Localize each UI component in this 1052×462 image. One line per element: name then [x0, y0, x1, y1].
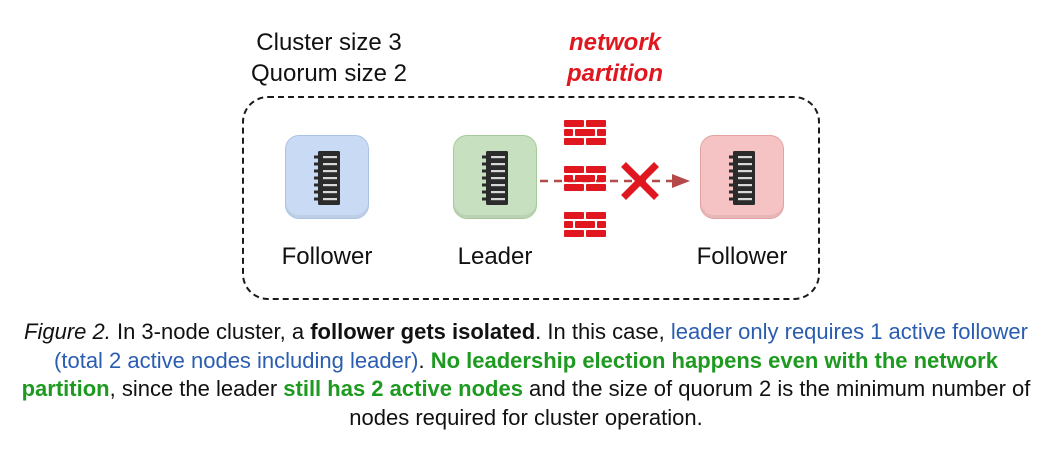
- node-label: Follower: [281, 243, 373, 270]
- caption-green-no-election: No leadership election happens even with…: [21, 347, 998, 402]
- caption-figure-label: Figure 2.: [24, 319, 111, 344]
- node-tile: [453, 135, 537, 219]
- caption-text: In 3-node cluster, a: [110, 319, 311, 344]
- caption-bold-isolated: follower gets isolated: [310, 319, 536, 344]
- quorum-size-text: Quorum size 2: [250, 60, 408, 87]
- cluster-size-text: Cluster size 3: [256, 29, 402, 56]
- cluster-info: Cluster size 3 Quorum size 2: [224, 27, 434, 89]
- figure-caption: Figure 2. In 3-node cluster, a follower …: [14, 318, 1038, 432]
- caption-text: and the size of quorum 2 is the minimum …: [349, 376, 1031, 430]
- server-icon: [314, 151, 340, 205]
- cluster-boundary: [242, 96, 820, 300]
- partition-label-line1: network: [568, 29, 661, 56]
- caption-text: . In this case,: [535, 319, 671, 344]
- server-icon: [729, 151, 755, 205]
- node-label: Leader: [457, 243, 533, 270]
- node-tile: [700, 135, 784, 219]
- node-label: Follower: [696, 243, 788, 270]
- caption-blue-requirement: leader only requires 1 active follower (…: [54, 319, 1028, 373]
- network-partition-label: network partition: [540, 27, 690, 89]
- caption-text: , since the leader: [109, 376, 284, 401]
- node-follower-isolated: Follower: [662, 135, 822, 271]
- node-follower-left: Follower: [247, 135, 407, 271]
- node-tile: [285, 135, 369, 219]
- caption-text: .: [418, 347, 431, 373]
- caption-green-active-nodes: still has 2 active nodes: [283, 376, 523, 401]
- partition-label-line2: partition: [567, 60, 663, 87]
- node-leader: Leader: [415, 135, 575, 271]
- server-icon: [482, 151, 508, 205]
